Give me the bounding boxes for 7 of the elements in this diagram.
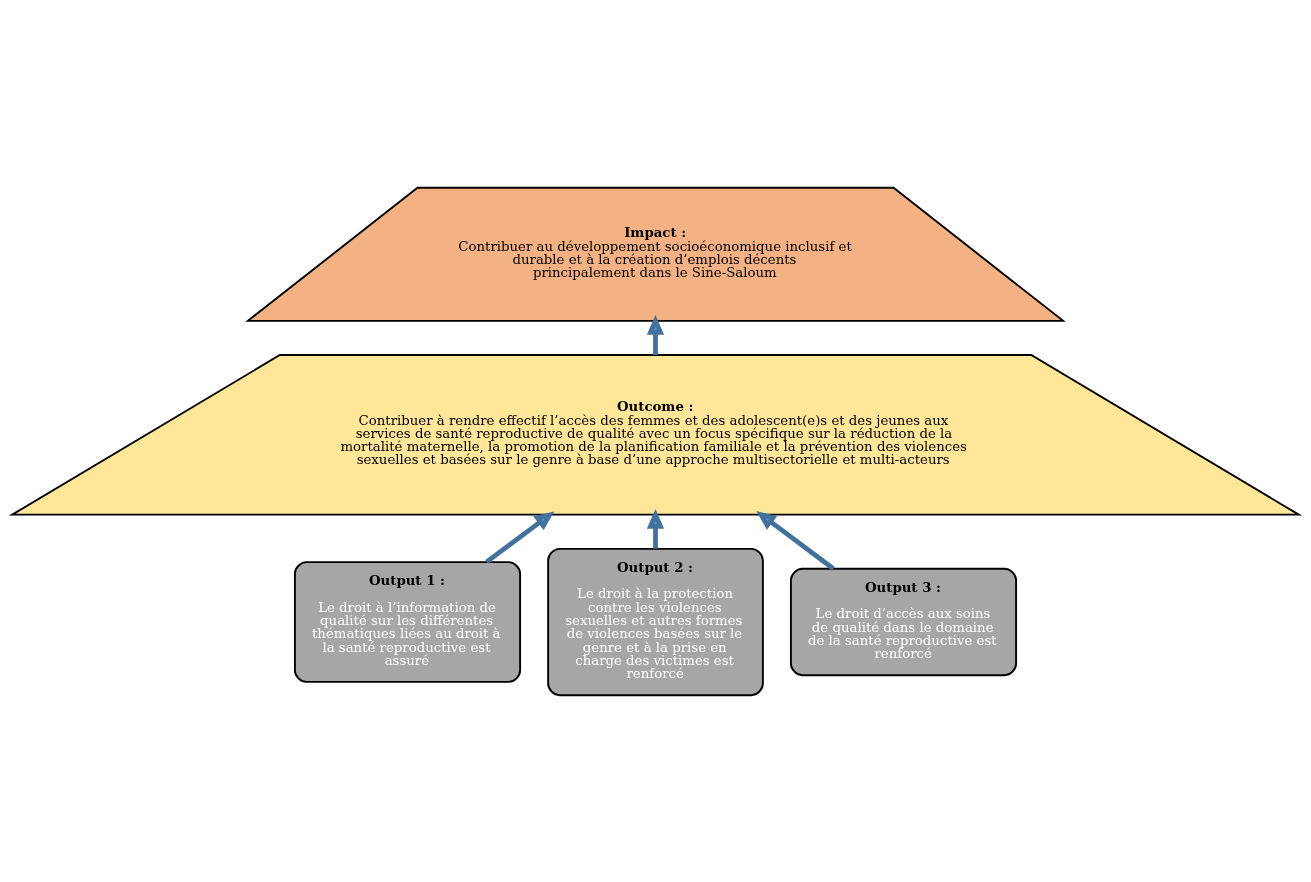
arrow <box>485 510 555 564</box>
node-box: Output 3 : Le droit d’accès aux soins de qualité dans le domaine de la santé reproductive est renforcé <box>789 567 1018 676</box>
arrow <box>646 508 665 549</box>
node-box: Output 2 : Le droit à la protection contre les violences sexuelles et autres formes de violences basées sur le genre et à la prise en charge des victimes est renforcé <box>547 547 764 696</box>
arrow <box>646 314 665 355</box>
node-box: Output 1 : Le droit à l’information de qualité sur les différentes thématiques liées au droit à la santé reproductive est assuré <box>293 560 522 683</box>
arrow <box>756 510 835 571</box>
